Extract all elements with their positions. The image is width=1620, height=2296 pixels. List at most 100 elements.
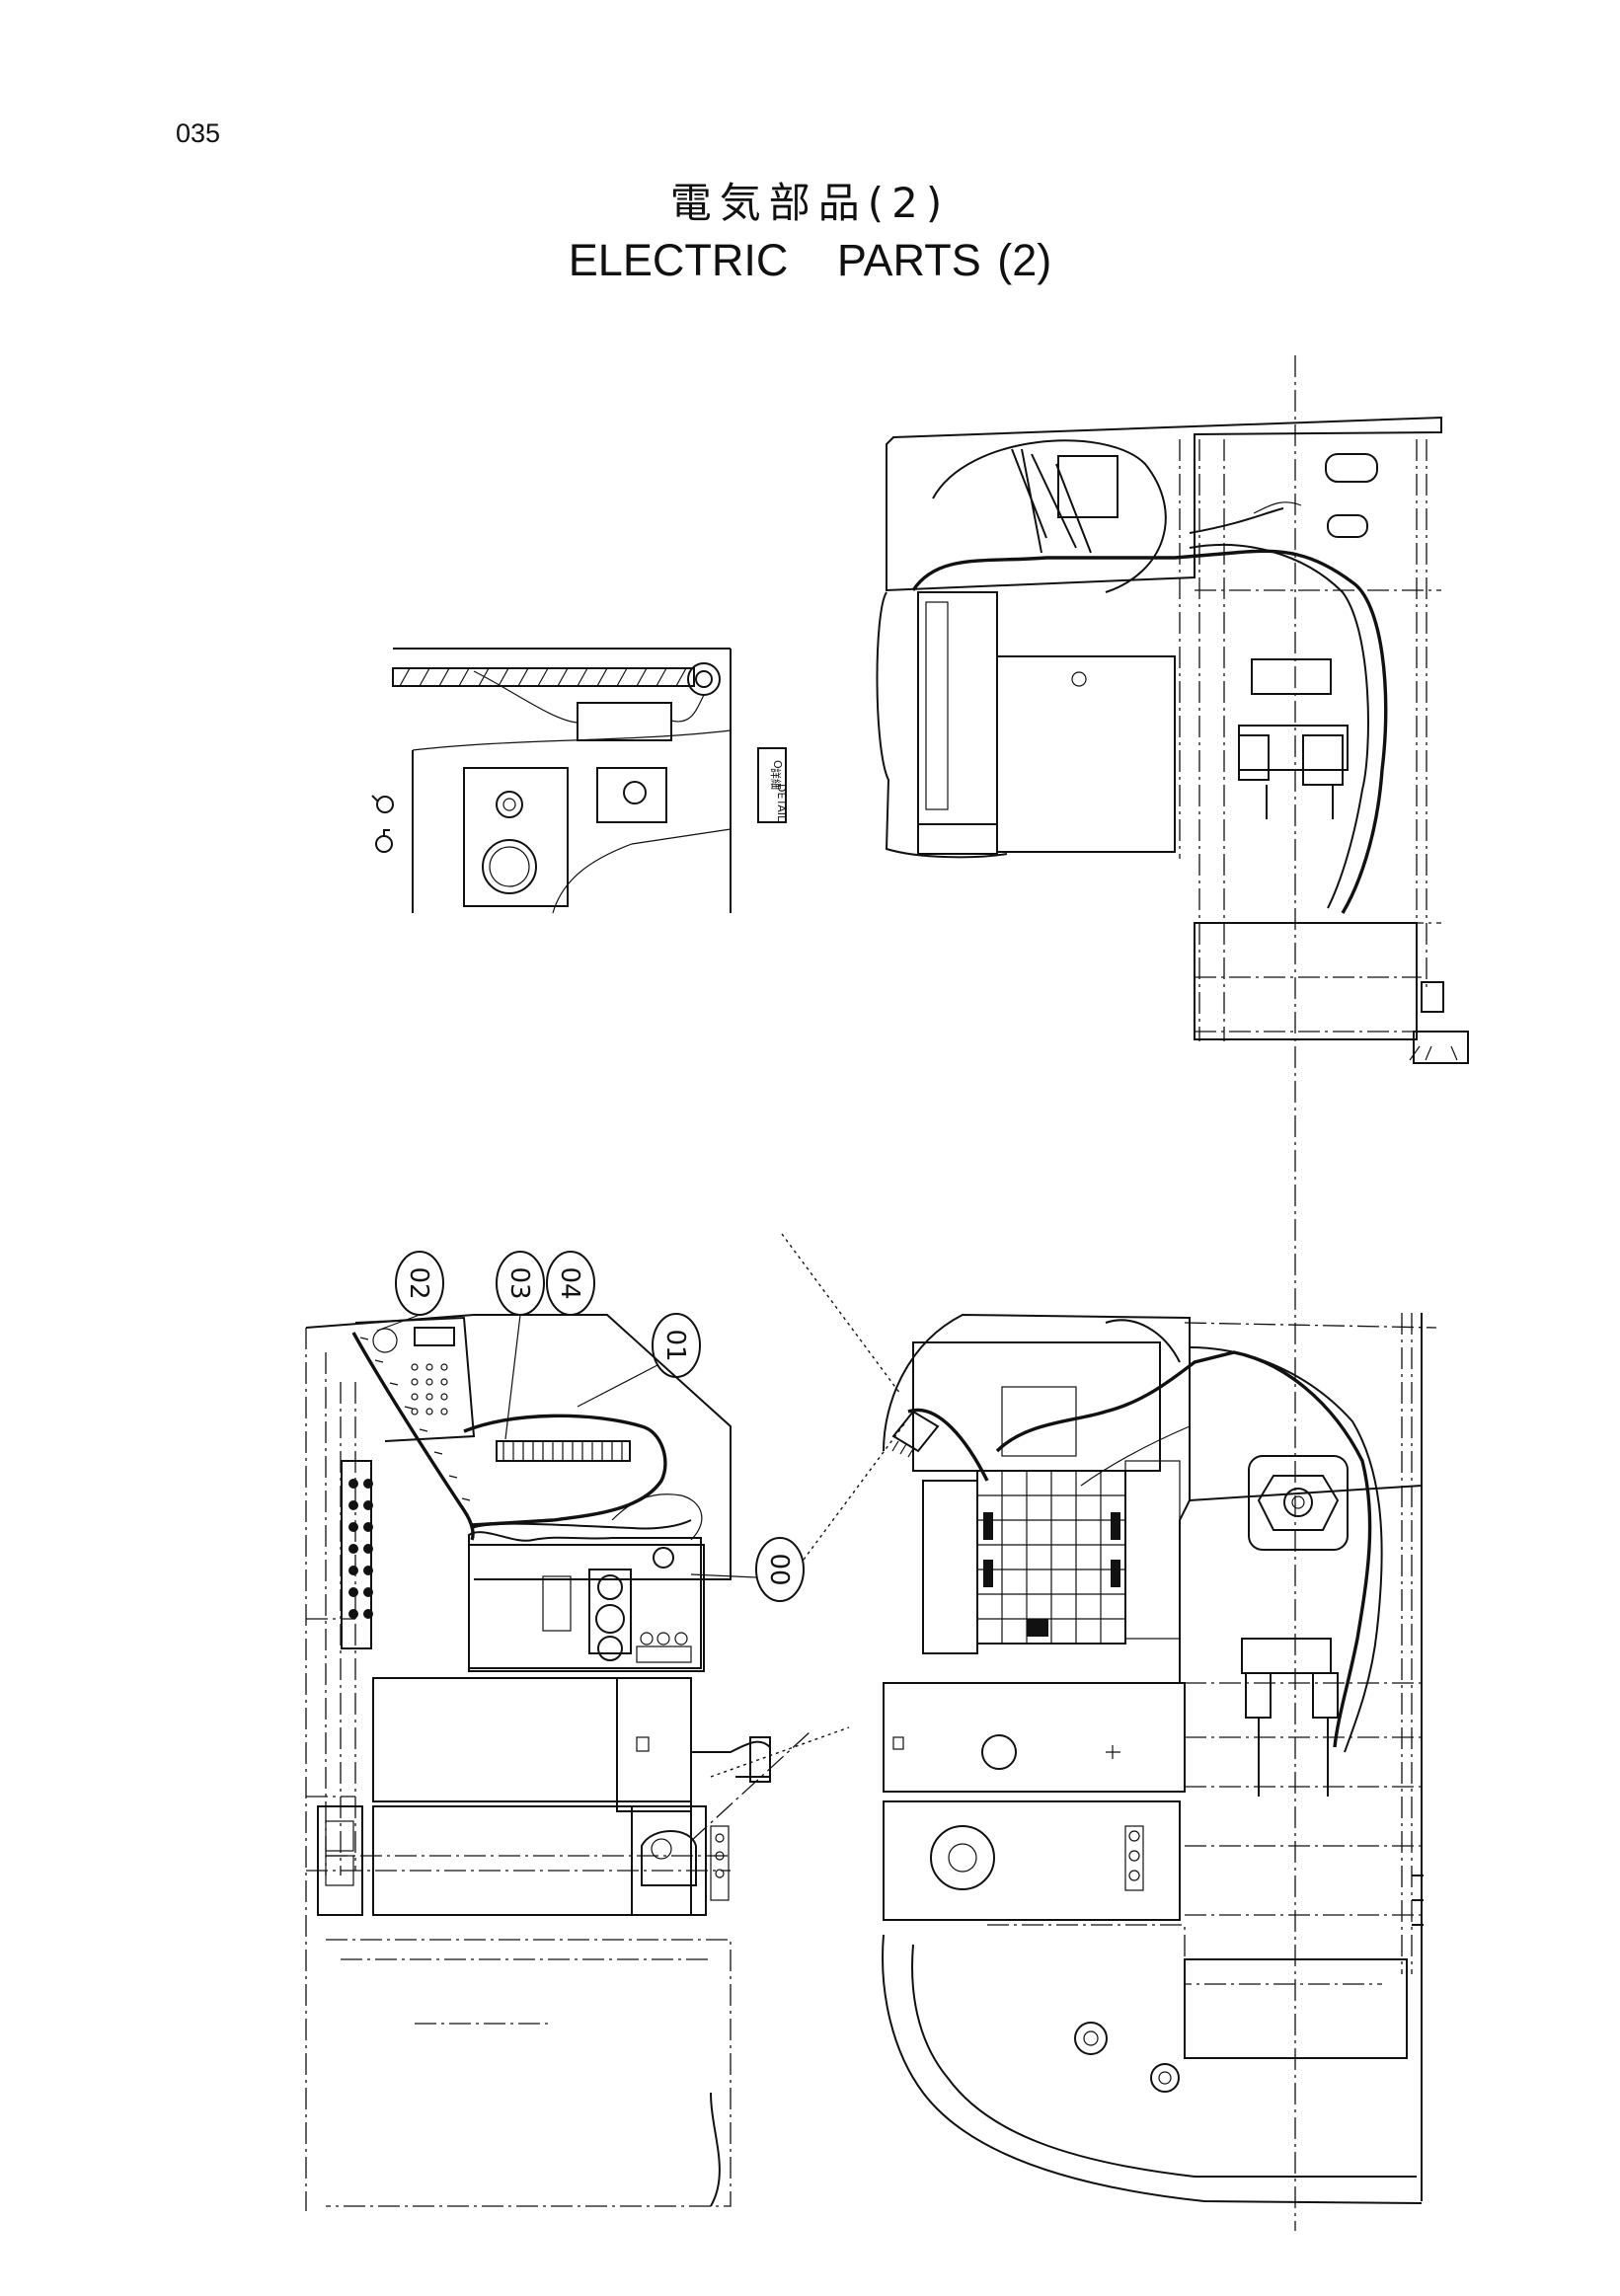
rear-cover-inner bbox=[911, 1944, 1417, 2178]
swing-unit-right bbox=[1302, 734, 1344, 786]
lower-left-view bbox=[305, 1314, 771, 2211]
detail-frame-curve bbox=[412, 729, 732, 751]
bracket-block bbox=[1421, 981, 1444, 1013]
upper-harness-b bbox=[1189, 544, 1369, 909]
callout-01-label: 01 bbox=[660, 1329, 690, 1361]
frame-dash-r bbox=[1184, 1313, 1437, 1974]
frame-right-edge bbox=[1189, 1313, 1423, 2201]
page-number: 035 bbox=[176, 118, 221, 148]
connector-cluster bbox=[891, 1410, 940, 1458]
control-harness bbox=[611, 1493, 703, 1541]
fuse-panel bbox=[354, 1316, 476, 1442]
valve-block bbox=[976, 1470, 1126, 1645]
harness-00-c bbox=[1080, 1425, 1191, 1487]
gauge-4 bbox=[653, 1547, 674, 1569]
frame-dash-h bbox=[306, 1618, 731, 1872]
gauge-2 bbox=[595, 1604, 625, 1634]
tank-a-filler bbox=[636, 1736, 650, 1752]
connector-strip-ticks bbox=[502, 1441, 623, 1461]
valve-housing bbox=[922, 1480, 978, 1654]
detail-view: 詳細 DETAIL O bbox=[371, 648, 788, 914]
bracket-connector bbox=[1413, 1031, 1469, 1064]
swing-unit-top bbox=[1251, 658, 1332, 695]
callout-01: 01 bbox=[577, 1313, 701, 1408]
relay-block bbox=[1001, 1386, 1077, 1457]
left-bracket bbox=[317, 1805, 363, 1916]
upper-harness bbox=[911, 549, 1388, 914]
callout-03-label: 03 bbox=[504, 1266, 534, 1299]
tank-a bbox=[372, 1677, 692, 1802]
gauge-panel bbox=[588, 1569, 632, 1654]
callout-02-label: 02 bbox=[404, 1266, 433, 1299]
rail-hatching bbox=[399, 667, 687, 687]
rail-end-roller bbox=[687, 662, 721, 696]
rear-bracket bbox=[1184, 1958, 1408, 2059]
round-gauge-inner bbox=[489, 846, 530, 887]
upper-harness-c bbox=[1189, 507, 1284, 534]
detail-harness bbox=[473, 670, 705, 724]
sensor-dot bbox=[1128, 1870, 1140, 1881]
fan-hub bbox=[930, 1825, 995, 1890]
round-gauge bbox=[482, 839, 537, 894]
counterweight-curve bbox=[710, 2092, 721, 2207]
sensor-dot bbox=[1128, 1830, 1140, 1842]
rear-dash bbox=[987, 1924, 1382, 1985]
fuse-3 bbox=[674, 1632, 688, 1645]
swing-unit-lower bbox=[1241, 1638, 1339, 1797]
handle-slot bbox=[1327, 514, 1368, 538]
pin-1-inner bbox=[1083, 2030, 1099, 2046]
key-switch-inner bbox=[502, 798, 516, 811]
battery-box-lower bbox=[883, 1682, 1186, 1793]
detail-plate-right bbox=[596, 767, 667, 823]
upper-curve-left bbox=[876, 591, 1008, 859]
right-connectors bbox=[1412, 1875, 1424, 1926]
valve-side bbox=[1124, 1460, 1181, 1640]
display-slot bbox=[542, 1575, 572, 1632]
pin-1 bbox=[1074, 2022, 1108, 2055]
rear-cover bbox=[882, 1934, 1423, 2204]
page-title-en: ELECTRIC PARTS (2) bbox=[568, 235, 1052, 285]
counterweight-dash bbox=[326, 1939, 732, 2207]
control-box-top bbox=[468, 1531, 702, 1669]
handle-slot bbox=[1325, 453, 1378, 483]
title-block: 電気部品(2) ELECTRIC PARTS (2) bbox=[0, 178, 1620, 288]
swing-motor bbox=[1248, 1455, 1349, 1551]
battery-post bbox=[1106, 1745, 1120, 1759]
detail-tag: 詳細 DETAIL O bbox=[757, 747, 788, 823]
hood-arc bbox=[1105, 1319, 1181, 1363]
battery-term bbox=[892, 1736, 904, 1750]
upper-machine-view bbox=[876, 416, 1469, 1064]
filler-cap bbox=[749, 1736, 771, 1783]
engine-lower bbox=[883, 1800, 1181, 1921]
page-title-jp: 電気部品(2) bbox=[669, 179, 951, 227]
lower-right-view bbox=[882, 1313, 1437, 2204]
lock-icon bbox=[371, 795, 394, 813]
tank-box bbox=[917, 591, 998, 825]
fuse-base bbox=[636, 1645, 692, 1663]
callout-04-label: 04 bbox=[555, 1266, 584, 1299]
fuse-1 bbox=[640, 1632, 654, 1645]
frame-dash bbox=[305, 1328, 356, 2211]
main-frame bbox=[883, 1313, 1191, 1683]
rail-end-roller-inner bbox=[695, 670, 713, 688]
tank-a-side bbox=[616, 1677, 692, 1812]
sensor-dot bbox=[1128, 1850, 1140, 1862]
callout-03: 03 bbox=[496, 1251, 545, 1440]
detail-rail bbox=[392, 667, 695, 687]
detail-tag-mark: O bbox=[771, 760, 784, 769]
detail-connector bbox=[577, 702, 672, 741]
cab-outline bbox=[305, 1314, 732, 1580]
indicator-lamp bbox=[623, 781, 647, 804]
tank-divider bbox=[917, 823, 998, 855]
fan-hub-inner bbox=[948, 1843, 977, 1873]
key-switch bbox=[496, 791, 523, 818]
gauge-1 bbox=[597, 1574, 623, 1600]
swing-unit-body bbox=[1238, 725, 1349, 771]
terminal-block bbox=[341, 1460, 373, 1649]
callout-04: 04 bbox=[546, 1251, 595, 1316]
tank-inner bbox=[925, 601, 949, 810]
hood-outline bbox=[932, 439, 1167, 593]
harness-03 bbox=[471, 1519, 692, 1530]
bracket-connector-wire bbox=[1409, 1045, 1458, 1061]
engine-sensor bbox=[1124, 1825, 1144, 1891]
